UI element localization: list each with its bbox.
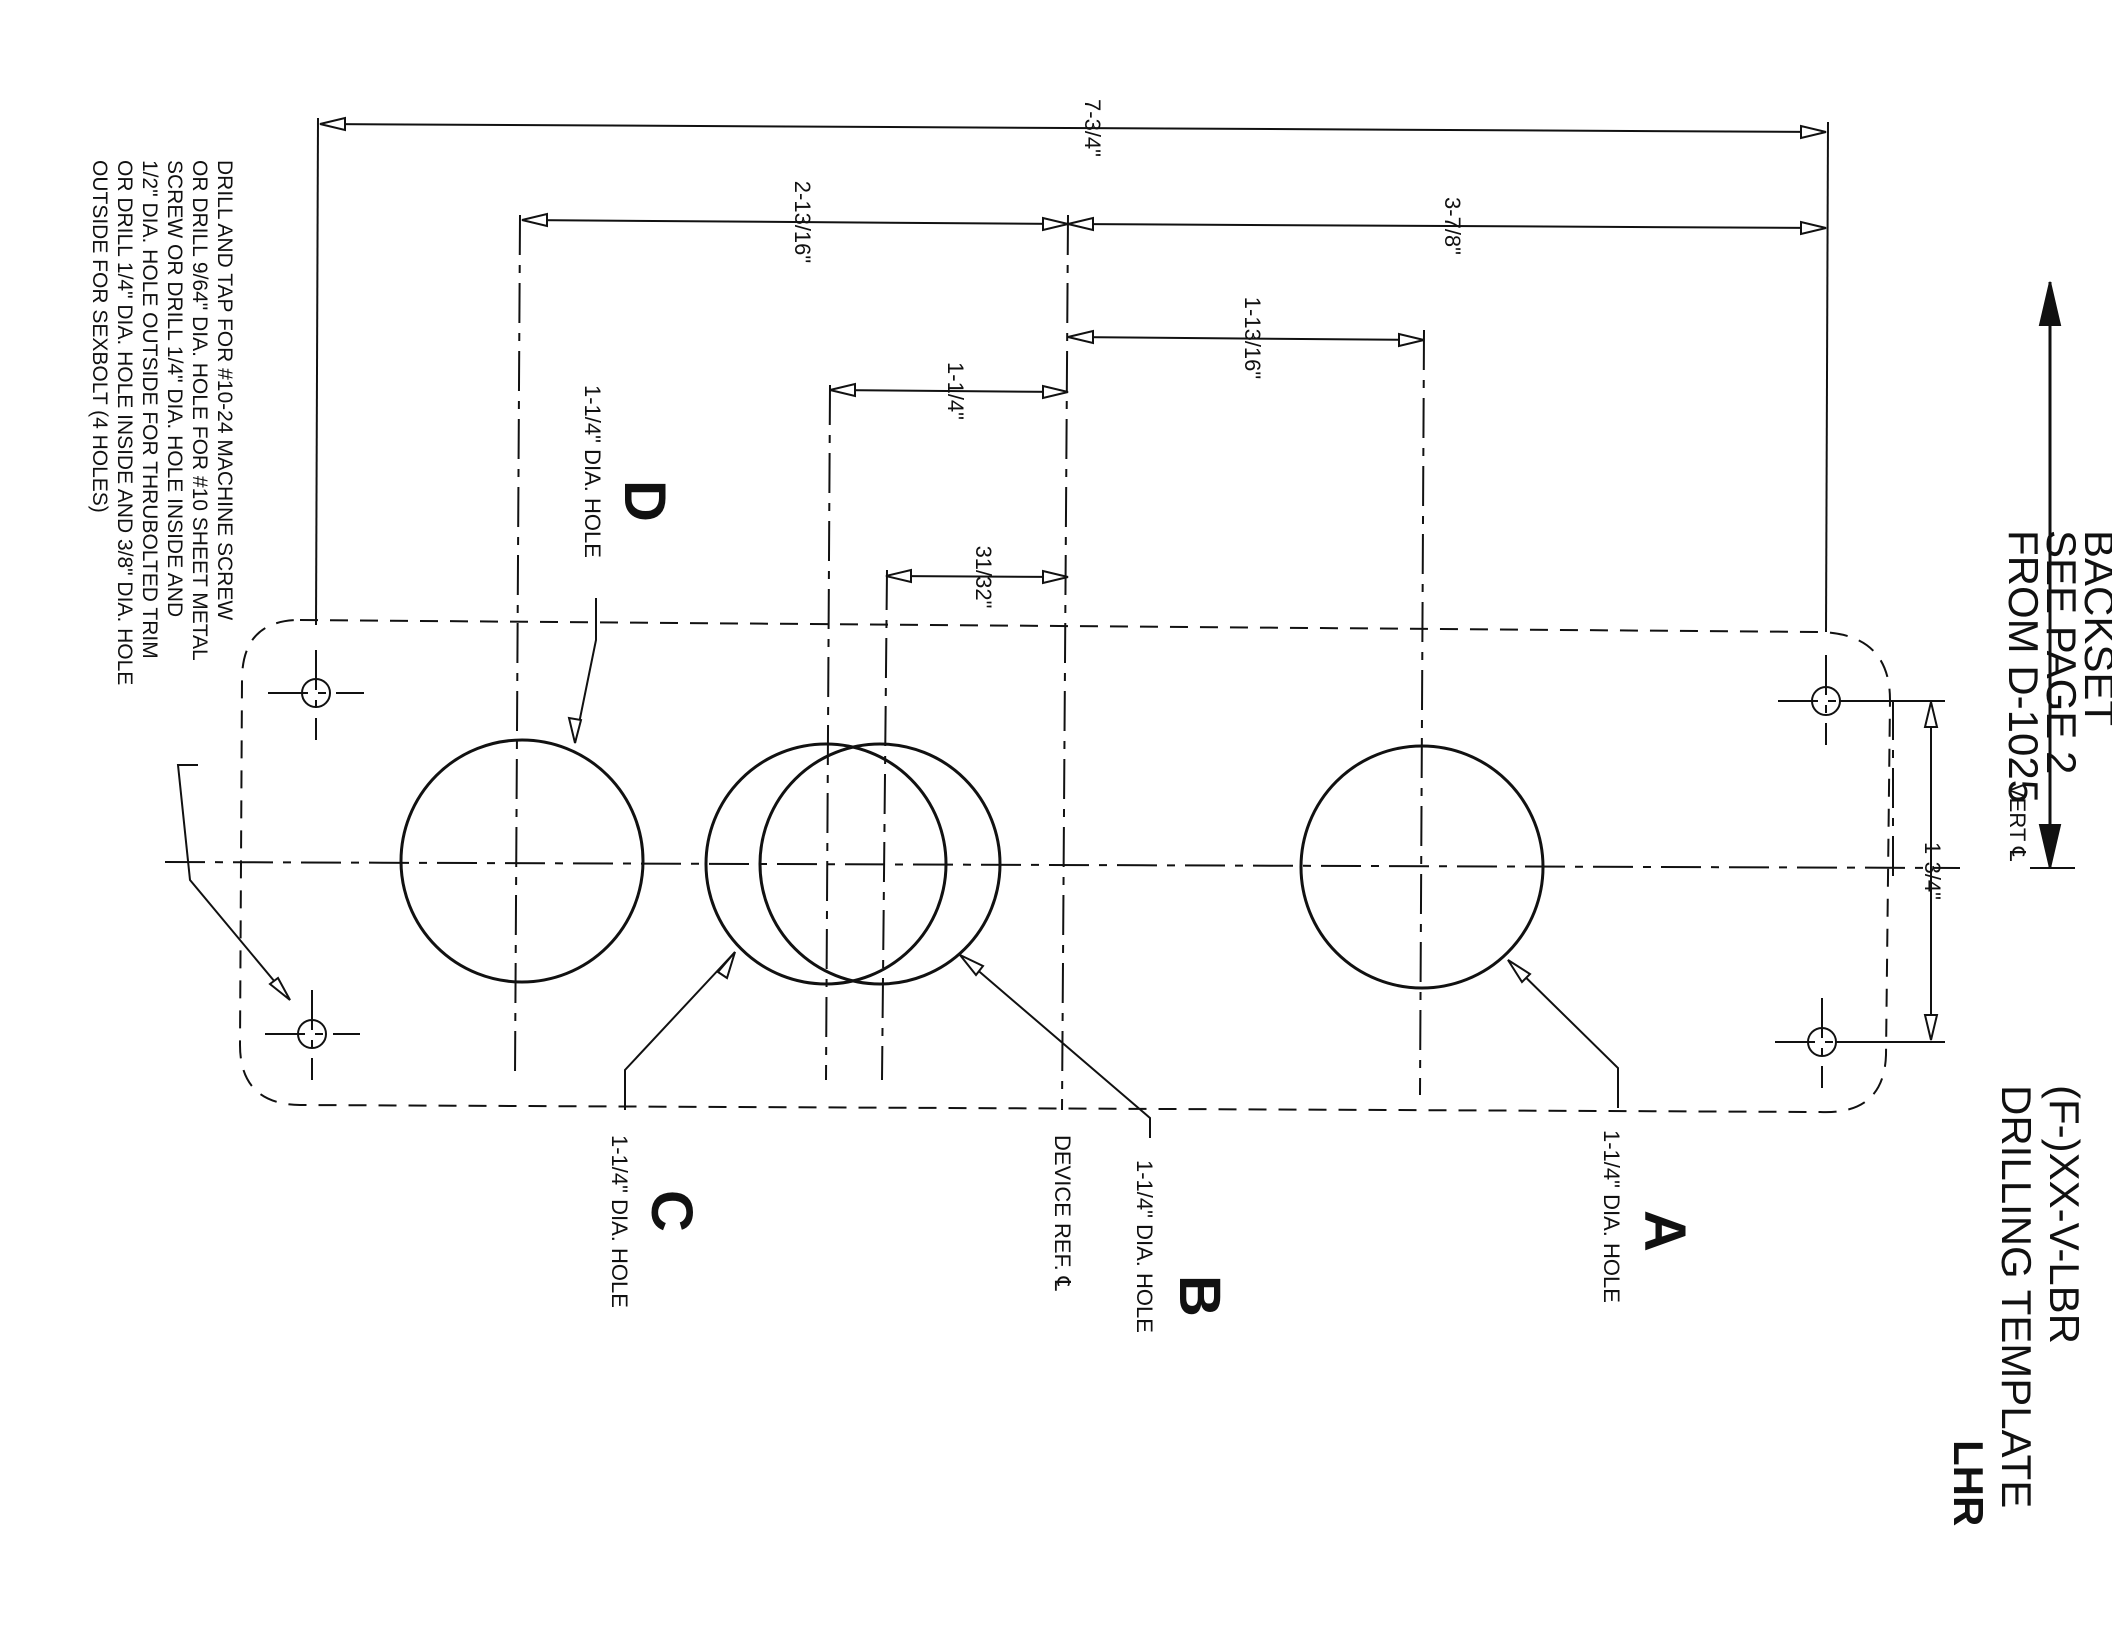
device-ref-label: DEVICE REF. ℄: [1050, 1135, 1075, 1292]
left-screw-extension: [315, 117, 319, 626]
hole-b-letter: B: [1167, 1275, 1232, 1317]
hole-c-circle: [704, 742, 948, 986]
dim-screw-spacing: 1-3/4": [1920, 842, 1945, 900]
drill-note-line1: DRILL AND TAP FOR #10-24 MACHINE SCREW: [213, 160, 236, 620]
dim-left-to-ref: 2-13/16": [790, 181, 815, 263]
hole-b-label: 1-1/4" DIA. HOLE: [1132, 1160, 1157, 1333]
hole-d-centerline: [514, 214, 521, 1076]
hole-c-centerline: [825, 384, 831, 1081]
right-screw-extension: [1825, 121, 1829, 633]
hole-b-circle: [758, 742, 1002, 986]
drill-note-line6: OUTSIDE FOR SEXBOLT (4 HOLES): [88, 160, 111, 513]
drill-note-line3: SCREW OR DRILL 1/4" DIA. HOLE INSIDE AND: [163, 160, 186, 617]
hole-d-label: 1-1/4" DIA. HOLE: [580, 385, 605, 558]
dim-ref-to-b: 31/32": [971, 546, 996, 609]
title-block: (F-)XX-V-LBR DRILLING TEMPLATE LHR: [1945, 1085, 2088, 1526]
title-line2: DRILLING TEMPLATE: [1993, 1085, 2040, 1508]
hole-a-label: 1-1/4" DIA. HOLE: [1599, 1130, 1624, 1303]
dim-overall: 7-3/4": [1080, 99, 1105, 157]
horizontal-centerline: [164, 861, 1961, 869]
drill-note: DRILL AND TAP FOR #10-24 MACHINE SCREW O…: [88, 160, 236, 685]
title-line1: (F-)XX-V-LBR: [2041, 1085, 2088, 1344]
hole-c-letter: C: [639, 1190, 704, 1232]
hole-b-centerline: [881, 569, 888, 1081]
drill-note-line2: OR DRILL 9/64" DIA. HOLE FOR #10 SHEET M…: [188, 160, 211, 661]
backset-line2: SEE PAGE 2: [2038, 530, 2085, 774]
backset-line1: BACKSET: [2076, 530, 2112, 726]
dim-ref-to-a: 1-13/16": [1240, 297, 1265, 379]
title-line3: LHR: [1945, 1440, 1992, 1526]
hole-c-label: 1-1/4" DIA. HOLE: [607, 1135, 632, 1308]
backset-line3: FROM D-1025: [2000, 530, 2047, 803]
template-outline: [238, 618, 1892, 1114]
hole-a-letter: A: [1632, 1210, 1697, 1252]
drill-note-line5: OR DRILL 1/4" DIA. HOLE INSIDE AND 3/8" …: [113, 160, 136, 685]
backset-note: BACKSET SEE PAGE 2 FROM D-1025: [2000, 530, 2112, 803]
vert-cl-label: VERT ℄: [2005, 783, 2030, 862]
hole-a-centerline: [1419, 329, 1425, 1096]
dim-ref-to-right: 3-7/8": [1440, 197, 1465, 255]
device-ref-centerline: [1061, 214, 1069, 1111]
hole-d-circle: [399, 738, 645, 984]
hole-d-letter: D: [612, 480, 677, 522]
dim-ref-to-c: 1-1/4": [943, 362, 968, 420]
hole-a-circle: [1299, 744, 1545, 990]
drill-note-line4: 1/2" DIA. HOLE OUTSIDE FOR THRUBOLTED TR…: [138, 160, 161, 659]
